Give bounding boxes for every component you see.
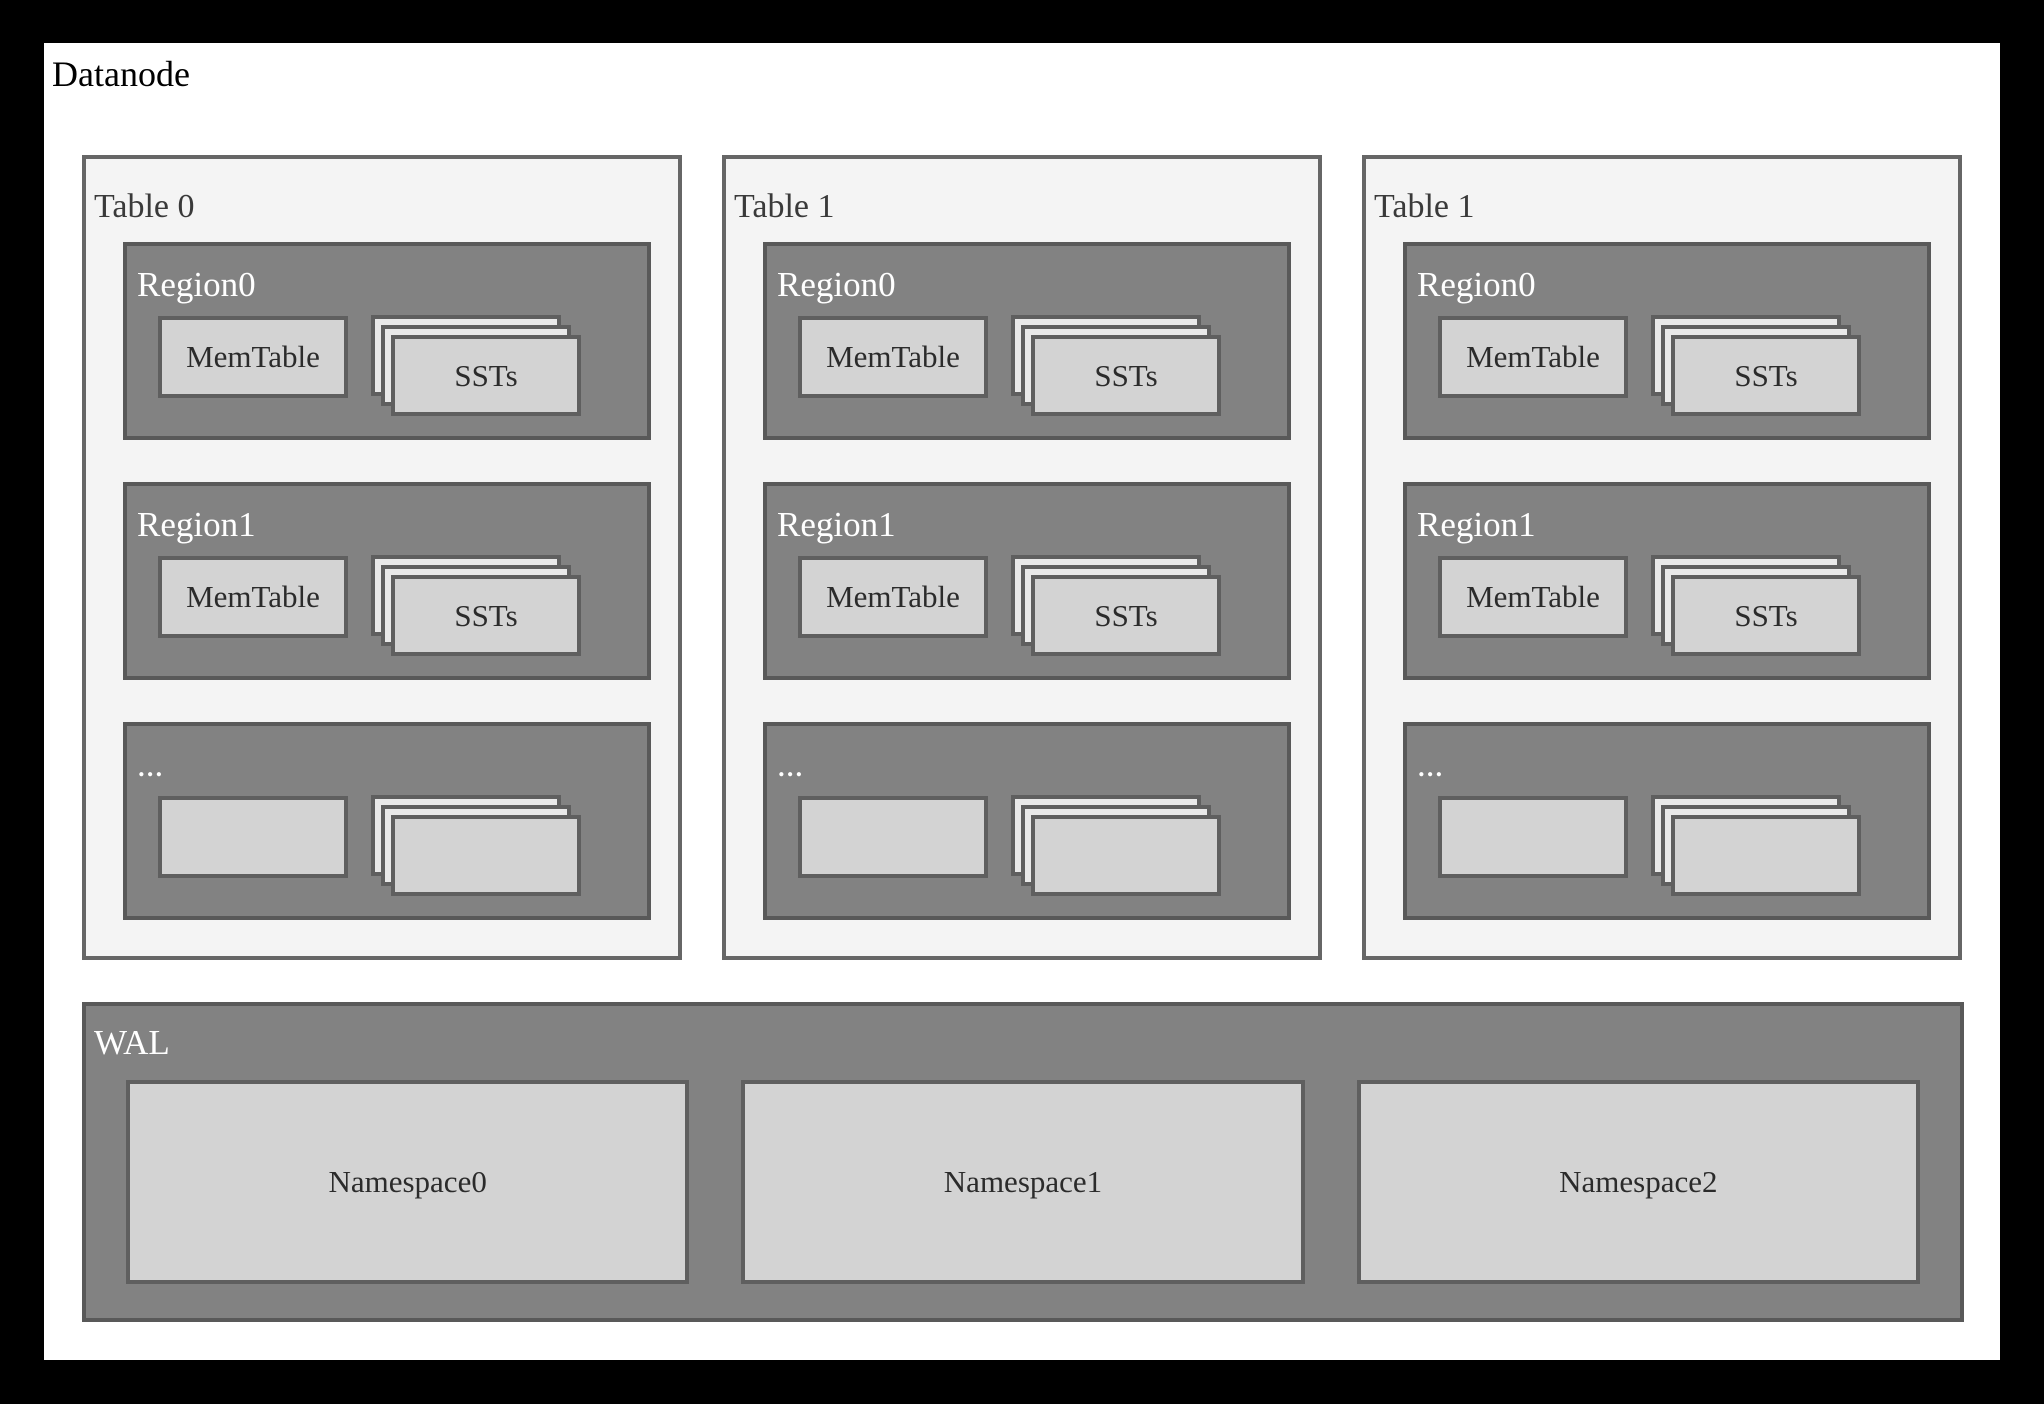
ssts-stack: SSTs	[1651, 315, 1861, 416]
region-title: Region0	[1417, 265, 1536, 304]
ssts-stack: SSTs	[1651, 555, 1861, 656]
ssts-stack: SSTs	[371, 555, 581, 656]
region-panel: Region1 MemTable SSTs	[1403, 482, 1931, 680]
region-title: ...	[137, 745, 164, 784]
region-title: Region1	[777, 505, 896, 544]
ssts-card-front: SSTs	[1671, 575, 1861, 656]
ssts-card-front: SSTs	[1031, 335, 1221, 416]
region-title: Region0	[137, 265, 256, 304]
table-panel-1: Table 1 Region0 MemTable SSTs Region1 Me…	[722, 155, 1322, 960]
table-title: Table 1	[1374, 188, 1475, 225]
table-title: Table 0	[94, 188, 195, 225]
memtable-box: MemTable	[1438, 316, 1628, 398]
namespace-box-1: Namespace1	[741, 1080, 1305, 1284]
table-title: Table 1	[734, 188, 835, 225]
memtable-box-empty	[798, 796, 988, 878]
ssts-stack: SSTs	[1011, 555, 1221, 656]
memtable-box: MemTable	[158, 556, 348, 638]
region-title: ...	[777, 745, 804, 784]
ssts-card-front	[1671, 815, 1861, 896]
region-panel: Region1 MemTable SSTs	[763, 482, 1291, 680]
memtable-box-empty	[1438, 796, 1628, 878]
tables-row: Table 0 Region0 MemTable SSTs Region1 Me…	[82, 155, 1962, 960]
ssts-stack-empty	[1651, 795, 1861, 896]
datanode-title: Datanode	[52, 54, 190, 94]
region-title: ...	[1417, 745, 1444, 784]
region-title: Region1	[137, 505, 256, 544]
region-panel-more: ...	[763, 722, 1291, 920]
namespace-row: Namespace0 Namespace1 Namespace2	[126, 1080, 1920, 1284]
ssts-card-front: SSTs	[391, 335, 581, 416]
datanode-panel: Datanode Table 0 Region0 MemTable SSTs R…	[44, 43, 2000, 1360]
ssts-stack: SSTs	[371, 315, 581, 416]
ssts-stack: SSTs	[1011, 315, 1221, 416]
region-panel: Region1 MemTable SSTs	[123, 482, 651, 680]
memtable-box: MemTable	[158, 316, 348, 398]
ssts-card-front: SSTs	[1031, 575, 1221, 656]
region-panel: Region0 MemTable SSTs	[1403, 242, 1931, 440]
ssts-card-front	[391, 815, 581, 896]
table-panel-2: Table 1 Region0 MemTable SSTs Region1 Me…	[1362, 155, 1962, 960]
namespace-box-2: Namespace2	[1356, 1080, 1920, 1284]
ssts-stack-empty	[1011, 795, 1221, 896]
ssts-card-front	[1031, 815, 1221, 896]
memtable-box: MemTable	[798, 316, 988, 398]
region-panel: Region0 MemTable SSTs	[123, 242, 651, 440]
region-title: Region1	[1417, 505, 1536, 544]
wal-panel: WAL Namespace0 Namespace1 Namespace2	[82, 1002, 1964, 1322]
memtable-box: MemTable	[798, 556, 988, 638]
table-panel-0: Table 0 Region0 MemTable SSTs Region1 Me…	[82, 155, 682, 960]
region-title: Region0	[777, 265, 896, 304]
ssts-stack-empty	[371, 795, 581, 896]
memtable-box-empty	[158, 796, 348, 878]
wal-title: WAL	[94, 1023, 170, 1062]
memtable-box: MemTable	[1438, 556, 1628, 638]
ssts-card-front: SSTs	[391, 575, 581, 656]
ssts-card-front: SSTs	[1671, 335, 1861, 416]
namespace-box-0: Namespace0	[126, 1080, 690, 1284]
region-panel-more: ...	[1403, 722, 1931, 920]
region-panel-more: ...	[123, 722, 651, 920]
region-panel: Region0 MemTable SSTs	[763, 242, 1291, 440]
